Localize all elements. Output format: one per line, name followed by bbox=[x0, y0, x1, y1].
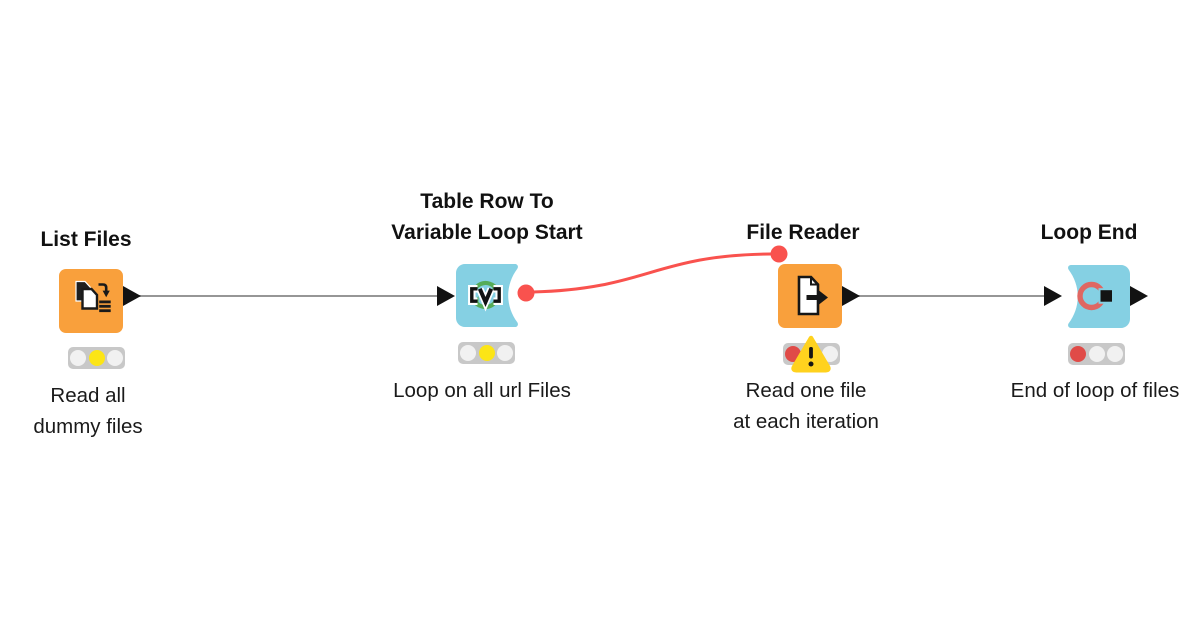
status-dot-red bbox=[460, 345, 476, 361]
status-light-loop-start bbox=[458, 342, 515, 364]
node-caption-file-reader[interactable]: Read one file at each iteration bbox=[733, 379, 879, 433]
node-caption-list-files[interactable]: Read all dummy files bbox=[33, 384, 143, 438]
node-caption-loop-start[interactable]: Loop on all url Files bbox=[393, 379, 571, 402]
status-dot-red bbox=[70, 350, 86, 366]
status-dot-red bbox=[1070, 346, 1086, 362]
node-list-files[interactable] bbox=[59, 269, 123, 333]
node-table-row-to-variable-loop-start[interactable] bbox=[455, 263, 520, 333]
status-light-loop-end bbox=[1068, 343, 1125, 365]
status-dot-yellow bbox=[88, 350, 105, 366]
loop-end-icon bbox=[1077, 281, 1114, 311]
loop-end-input-port[interactable] bbox=[1044, 286, 1062, 306]
node-title-file-reader[interactable]: File Reader bbox=[746, 221, 860, 244]
warning-icon bbox=[791, 335, 831, 373]
loop-end-output-port[interactable] bbox=[1130, 286, 1148, 306]
node-title-loop-start[interactable]: Table Row To Variable Loop Start bbox=[391, 190, 583, 244]
status-light-list-files bbox=[68, 347, 125, 369]
node-loop-end[interactable] bbox=[1066, 264, 1131, 334]
node-caption-loop-end[interactable]: End of loop of files bbox=[1010, 379, 1180, 402]
file-reader-output-port[interactable] bbox=[842, 286, 860, 306]
status-dot-green bbox=[497, 345, 513, 361]
node-title-loop-end[interactable]: Loop End bbox=[1040, 221, 1138, 244]
node-title-list-files[interactable]: List Files bbox=[40, 228, 132, 251]
status-dot-green bbox=[107, 350, 123, 366]
variable-loop-start-icon bbox=[468, 280, 503, 312]
node-file-reader[interactable] bbox=[778, 264, 842, 328]
loop-start-input-port[interactable] bbox=[437, 286, 455, 306]
status-dot-green bbox=[822, 346, 838, 362]
file-reader-variable-input-port[interactable] bbox=[770, 245, 788, 263]
status-dot-yellow bbox=[478, 345, 495, 361]
list-files-icon bbox=[75, 280, 111, 313]
status-dot-green bbox=[1107, 346, 1123, 362]
connection-flow-variable-loop-start-to-file-reader[interactable] bbox=[531, 252, 773, 294]
file-reader-icon bbox=[797, 275, 828, 316]
status-dot-yellow bbox=[1088, 346, 1105, 362]
list-files-output-port[interactable] bbox=[123, 286, 141, 306]
loop-start-variable-output-port[interactable] bbox=[517, 284, 535, 302]
